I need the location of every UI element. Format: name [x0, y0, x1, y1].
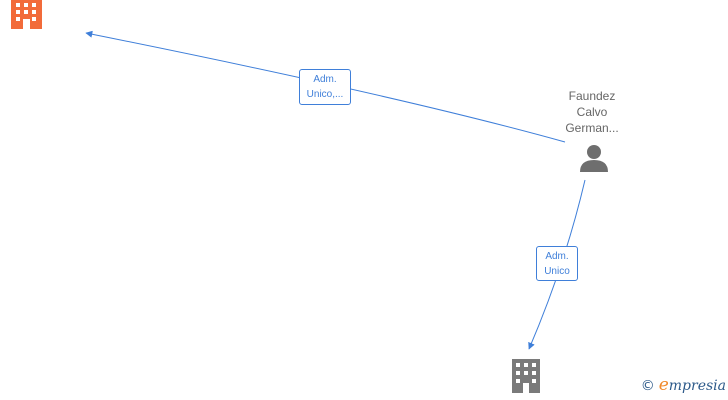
brand-initial: e: [658, 375, 669, 395]
person-name-line: Calvo: [576, 105, 608, 119]
person-name-label[interactable]: Faundez Calvo German...: [556, 88, 628, 136]
person-icon[interactable]: [580, 145, 608, 172]
copyright-icon: ©: [640, 378, 655, 394]
person-name-line: German...: [565, 121, 619, 135]
edge-label-line: Unico: [544, 266, 570, 277]
company-building-icon[interactable]: [512, 359, 540, 393]
edge-label-line: Adm.: [545, 251, 569, 262]
edge-label-line: Adm.: [313, 74, 337, 85]
edge-label-role[interactable]: Adm. Unico,...: [299, 69, 351, 105]
edge-label-role[interactable]: Adm. Unico: [536, 246, 578, 281]
brand-name: mpresia: [668, 378, 726, 394]
company-building-icon[interactable]: [11, 0, 42, 29]
person-name-line: Faundez: [568, 89, 616, 103]
edge-person-to-top-company: [85, 30, 566, 143]
edge-label-line: Unico,...: [306, 89, 344, 100]
brand-watermark: ©empresia: [641, 375, 726, 395]
